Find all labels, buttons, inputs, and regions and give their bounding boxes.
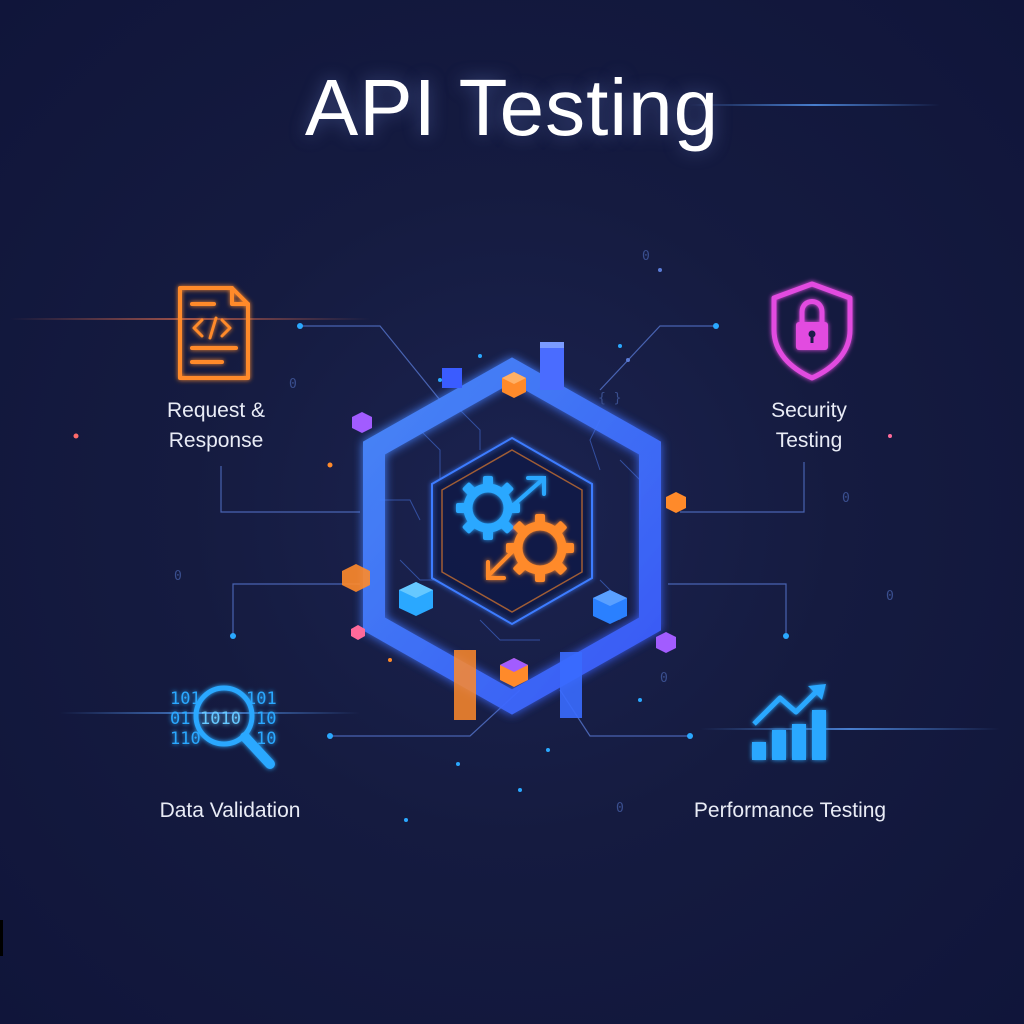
right-bottom-glow bbox=[700, 728, 1000, 730]
inner-hexagon bbox=[431, 436, 593, 626]
security-testing-label: Security Testing bbox=[728, 396, 890, 456]
svg-text:0: 0 bbox=[289, 377, 297, 392]
growth-chart-icon bbox=[752, 684, 826, 760]
edge-mark bbox=[0, 920, 3, 956]
left-bottom-glow bbox=[60, 712, 360, 714]
inner-hexagon-orange bbox=[441, 449, 583, 613]
page-title: API Testing bbox=[304, 63, 720, 152]
performance-testing-label: Performance Testing bbox=[693, 799, 887, 822]
svg-text:10: 10 bbox=[256, 729, 276, 749]
svg-text:101: 101 bbox=[170, 689, 201, 709]
svg-text:0: 0 bbox=[616, 801, 624, 816]
data-validation-label: Data Validation bbox=[159, 799, 301, 822]
svg-text:{ }: { } bbox=[598, 391, 621, 406]
security-testing-label-line2: Testing bbox=[775, 429, 843, 452]
svg-text:0: 0 bbox=[886, 589, 894, 604]
gears-exchange-icon bbox=[456, 476, 574, 582]
svg-text:1010: 1010 bbox=[200, 709, 241, 729]
left-top-glow bbox=[10, 318, 370, 320]
binary-magnifier-icon: 101 101 01 10 110 10 1010 bbox=[170, 685, 277, 769]
request-response-label: Request & Response bbox=[136, 396, 296, 456]
svg-text:01: 01 bbox=[170, 709, 190, 729]
title-glow-right bbox=[690, 104, 940, 106]
svg-text:0: 0 bbox=[842, 491, 850, 506]
svg-text:0: 0 bbox=[660, 671, 668, 686]
shield-lock-icon bbox=[771, 281, 853, 381]
outer-hexagon bbox=[363, 357, 661, 715]
request-response-label-line1: Request & bbox=[166, 399, 266, 422]
background-digits: 0 0 0 0 0 0 0 { } bbox=[174, 249, 894, 816]
svg-text:110: 110 bbox=[170, 729, 201, 749]
data-particles bbox=[73, 268, 892, 822]
svg-text:0: 0 bbox=[174, 569, 182, 584]
request-response-label-line2: Response bbox=[168, 429, 264, 452]
svg-text:101: 101 bbox=[246, 689, 277, 709]
svg-text:0: 0 bbox=[642, 249, 650, 264]
security-testing-label-line1: Security bbox=[771, 399, 847, 422]
floating-cubes bbox=[342, 342, 686, 720]
connector-lines bbox=[220, 325, 805, 737]
svg-text:10: 10 bbox=[256, 709, 276, 729]
code-document-icon bbox=[178, 286, 250, 380]
